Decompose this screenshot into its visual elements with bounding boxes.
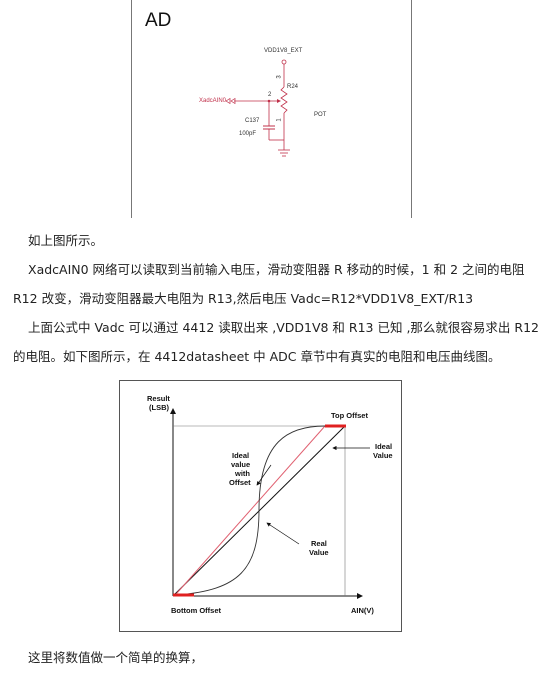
footer-paragraph: 这里将数值做一个简单的换算， — [28, 650, 204, 665]
adc-net-label: XadcAIN0 — [199, 98, 227, 104]
resistor-ref-label: R24 — [287, 84, 299, 90]
ideal-offset-label-3: with — [235, 469, 250, 478]
real-value-pointer — [266, 522, 300, 545]
pot-label: POT — [314, 112, 327, 118]
pin2-label: 2 — [268, 92, 272, 98]
paragraph-2-line-1: XadcAIN0 网络可以读取到当前输入电压，滑动变阻器 R 移动的时候，1 和… — [28, 262, 525, 277]
pin1-label: 1 — [276, 118, 283, 122]
schematic-title: AD — [145, 10, 172, 31]
cap-value-label: 100pF — [239, 131, 257, 137]
real-value-curve — [176, 425, 326, 596]
ideal-offset-pointer — [256, 464, 272, 486]
y-axis-label-2: (LSB) — [149, 403, 169, 412]
paragraph-3-line-1: 上面公式中 Vadc 可以通过 4412 读取出来 ,VDD1V8 和 R13 … — [28, 320, 539, 335]
adc-transfer-figure: Result (LSB) Top Offset Ideal Value Idea… — [119, 380, 402, 632]
adc-transfer-diagram — [119, 380, 402, 632]
x-axis-label: AIN(V) — [351, 606, 374, 615]
y-axis-label-1: Result — [147, 394, 170, 403]
paragraph-3-line-2: 的电阻。如下图所示，在 4412datasheet 中 ADC 章节中有真实的电… — [13, 349, 501, 364]
ideal-value-label-2: Value — [373, 451, 393, 460]
cap-ref-label: C137 — [245, 118, 260, 124]
top-offset-label: Top Offset — [331, 411, 368, 420]
supply-net-label: VDD1V8_EXT — [264, 48, 303, 54]
ideal-offset-label-2: value — [231, 460, 251, 469]
pin3-label: 3 — [276, 75, 283, 79]
paragraph-1: 如上图所示。 — [28, 233, 104, 248]
schematic-drawing — [131, 0, 412, 218]
ideal-offset-label-4: Offset — [229, 478, 251, 487]
ideal-offset-line — [176, 425, 326, 594]
ideal-value-label-1: Ideal — [375, 442, 393, 451]
paragraph-2-line-2: R12 改变，滑动变阻器最大电阻为 R13,然后电压 Vadc=R12*VDD1… — [13, 291, 474, 306]
ideal-offset-label-1: Ideal — [232, 451, 250, 460]
schematic-figure: AD VDD1V8_EXT R24 3 2 1 XadcAIN0 C137 10… — [131, 0, 412, 218]
adc-port-icon — [230, 97, 236, 105]
figure-border — [119, 380, 402, 632]
real-value-label-1: Real — [311, 539, 327, 548]
real-value-label-2: Value — [309, 548, 329, 557]
bottom-offset-label: Bottom Offset — [171, 606, 221, 615]
supply-pin-icon — [281, 59, 287, 65]
resistor-r24-symbol — [280, 86, 288, 114]
wiper-arrow-icon — [277, 99, 281, 103]
